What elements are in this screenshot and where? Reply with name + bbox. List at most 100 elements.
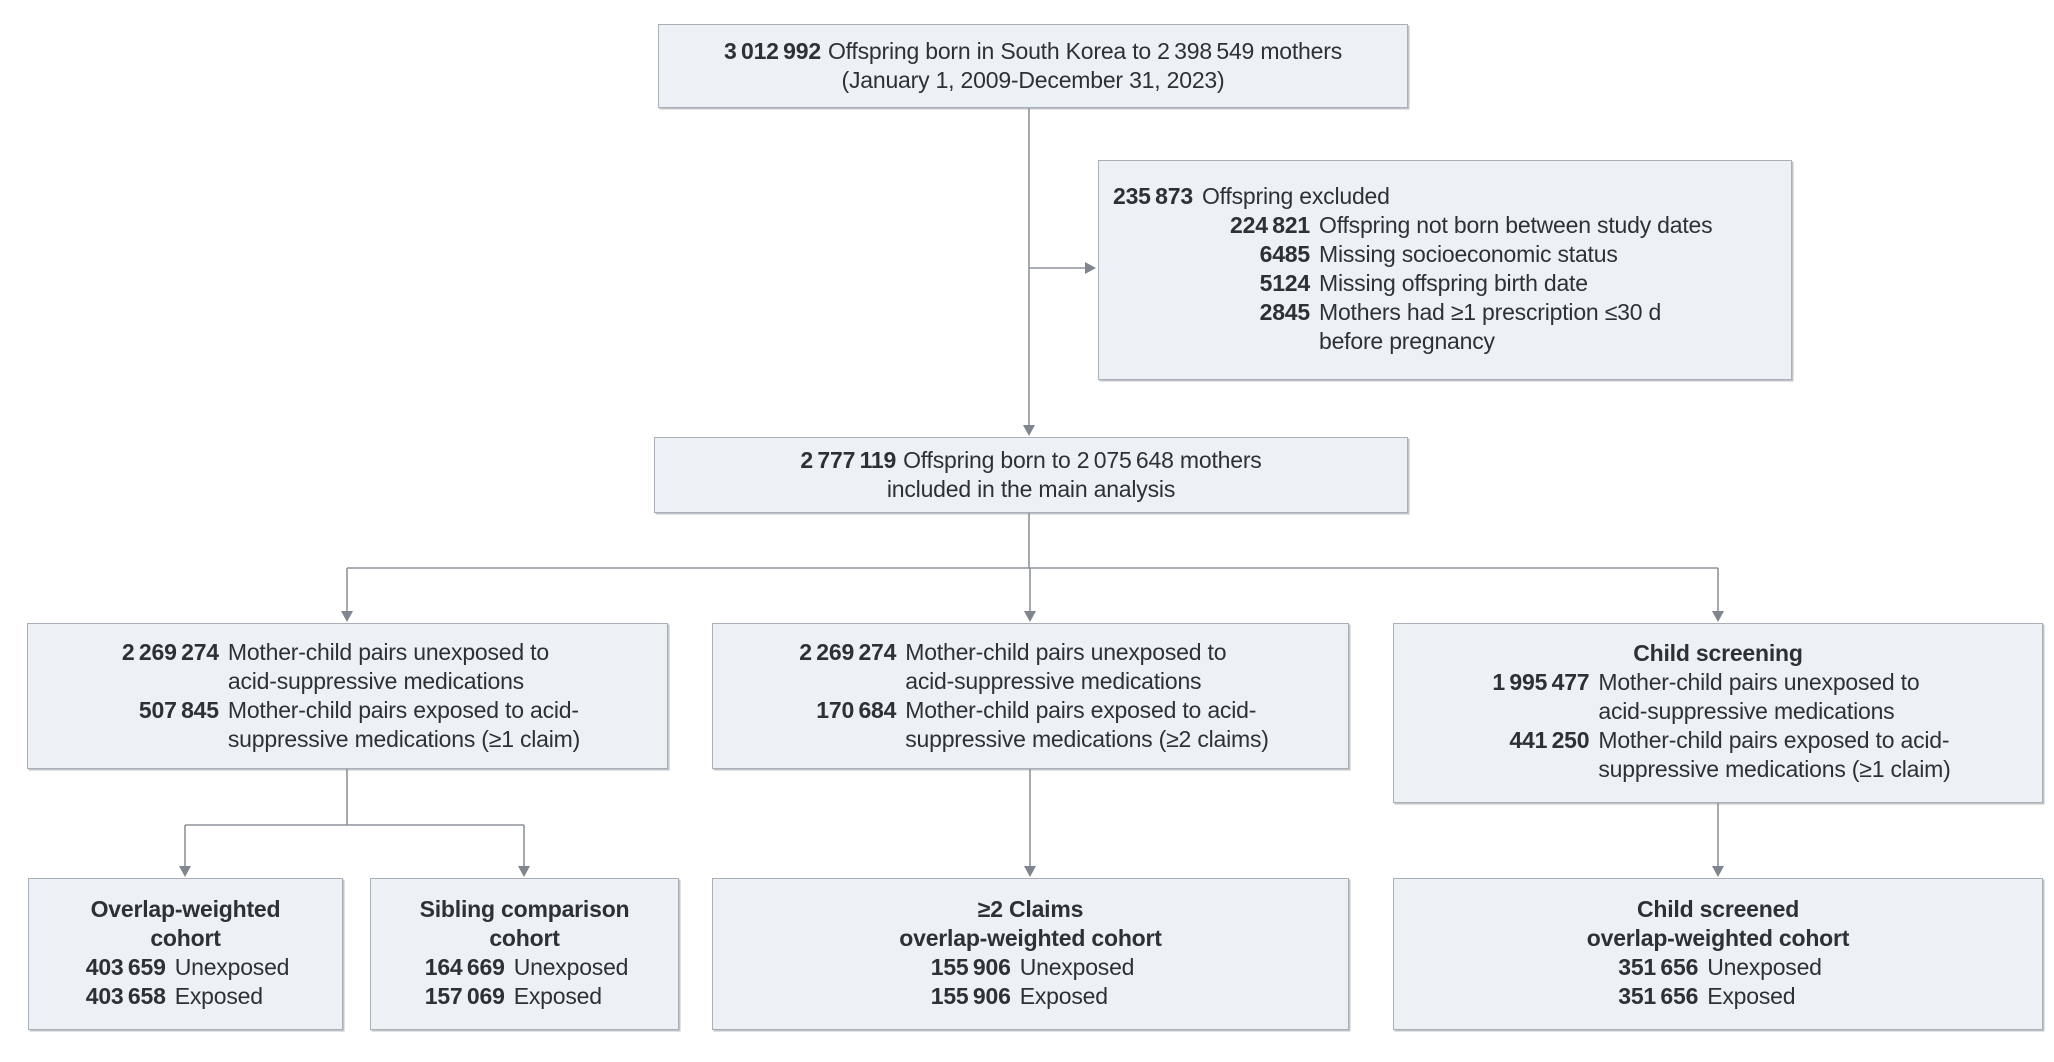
- box-line: (January 1, 2009-December 31, 2023): [841, 67, 1225, 93]
- entry-text: Unexposed: [1707, 954, 1822, 980]
- entry-number: 2845: [1259, 299, 1311, 325]
- box-content: 155 906 Unexposed 155 906 Exposed: [927, 953, 1135, 1011]
- arrowhead-down-icon: [179, 866, 191, 877]
- arrowhead-down-icon: [1024, 866, 1036, 877]
- entry-text-line: suppressive medications (≥1 claim): [227, 726, 581, 752]
- entry-number: 235 873: [1113, 183, 1193, 209]
- entry-text: Offspring born in South Korea to 2 398 5…: [827, 38, 1342, 64]
- entry-text-line: suppressive medications (≥1 claim): [1598, 756, 1951, 782]
- arrowhead-down-icon: [518, 866, 530, 877]
- cohort-entry: 507 845 Mother-child pairs exposed to ac…: [115, 696, 580, 754]
- excluded-item-row: 224 821 Offspring not born between study…: [1113, 211, 1775, 240]
- entry-text: Unexposed: [1019, 954, 1135, 980]
- count-row: 164 669 Unexposed: [421, 953, 629, 982]
- entry-text-line: Mother-child pairs unexposed to: [905, 639, 1227, 665]
- entry-text-line: Mother-child pairs exposed to acid-: [905, 697, 1257, 723]
- entry-text-line: Mother-child pairs exposed to acid-: [1598, 727, 1950, 753]
- entry-text-line: Mother-child pairs unexposed to: [227, 639, 549, 665]
- excluded-item-row: 6485 Missing socioeconomic status: [1113, 240, 1775, 269]
- entry-text-line: suppressive medications (≥2 claims): [905, 726, 1269, 752]
- entry-text: Mother-child pairs unexposed to acid-sup…: [1598, 668, 1919, 726]
- entry-number: 157 069: [424, 983, 505, 1009]
- entry-text: Offspring not born between study dates: [1319, 212, 1713, 238]
- entry-text-line: Mother-child pairs exposed to acid-: [227, 697, 579, 723]
- entry-number: 155 906: [930, 983, 1011, 1009]
- excluded-total-row: 235 873 Offspring excluded: [1113, 182, 1775, 211]
- entry-text: Missing socioeconomic status: [1319, 241, 1618, 267]
- arrowhead-down-icon: [341, 611, 353, 622]
- box-cohort-2claims: 2 269 274 Mother-child pairs unexposed t…: [712, 623, 1349, 769]
- line-split-bottom-left: [184, 769, 525, 866]
- entry-number: 403 659: [85, 954, 166, 980]
- box-title: overlap-weighted cohort: [899, 925, 1162, 951]
- entry-number: 351 656: [1618, 954, 1699, 980]
- entry-text: Offspring excluded: [1201, 183, 1390, 209]
- box-child-screening: Child screening 1 995 477 Mother-child p…: [1393, 623, 2043, 803]
- entry-text: Exposed: [1707, 983, 1796, 1009]
- entry-number: 441 250: [1509, 727, 1590, 753]
- entry-text-line: Mother-child pairs unexposed to: [1598, 669, 1920, 695]
- arrowhead-down-icon: [1023, 425, 1035, 436]
- box-content: 351 656 Unexposed 351 656 Exposed: [1614, 953, 1822, 1011]
- box-2claims-overlap-weighted-cohort: ≥2 Claims overlap-weighted cohort 155 90…: [712, 878, 1349, 1030]
- box-title: cohort: [150, 925, 221, 951]
- entry-text-line: Mothers had ≥1 prescription ≤30 d: [1319, 299, 1662, 325]
- arrowhead-right-icon: [1085, 262, 1096, 274]
- excluded-item-row: 2845 Mothers had ≥1 prescription ≤30 d b…: [1113, 298, 1775, 356]
- count-row: 351 656 Exposed: [1614, 982, 1822, 1011]
- entry-text: Mother-child pairs exposed to acid- supp…: [228, 696, 580, 754]
- entry-number: 5124: [1259, 270, 1311, 296]
- box-title: Sibling comparison: [419, 896, 630, 922]
- entry-text: Mother-child pairs exposed to acid- supp…: [905, 696, 1269, 754]
- entry-number: 6485: [1259, 241, 1311, 267]
- entry-text-line: before pregnancy: [1319, 328, 1495, 354]
- box-content: 1 995 477 Mother-child pairs unexposed t…: [1485, 668, 1950, 784]
- entry-text: Unexposed: [174, 954, 290, 980]
- entry-number: 2 269 274: [799, 639, 897, 665]
- entry-text: Exposed: [513, 983, 602, 1009]
- box-title: cohort: [489, 925, 560, 951]
- arrowhead-down-icon: [1712, 611, 1724, 622]
- cohort-entry: 2 269 274 Mother-child pairs unexposed t…: [115, 638, 580, 696]
- entry-number: 164 669: [424, 954, 505, 980]
- box-title: overlap-weighted cohort: [1586, 925, 1850, 951]
- box-line: included in the main analysis: [886, 476, 1176, 502]
- box-content: 2 269 274 Mother-child pairs unexposed t…: [792, 638, 1269, 754]
- entry-number: 1 995 477: [1492, 669, 1590, 695]
- entry-number: 224 821: [1230, 212, 1310, 238]
- entry-text: Unexposed: [513, 954, 629, 980]
- box-title: Overlap-weighted: [90, 896, 281, 922]
- cohort-entry: 441 250 Mother-child pairs exposed to ac…: [1485, 726, 1950, 784]
- entry-text: Mother-child pairs exposed to acid- supp…: [1598, 726, 1950, 784]
- entry-number: 170 684: [816, 697, 897, 723]
- box-excluded: 235 873 Offspring excluded 224 821 Offsp…: [1098, 160, 1792, 380]
- count-row: 155 906 Unexposed: [927, 953, 1135, 982]
- count-row: 403 658 Exposed: [82, 982, 290, 1011]
- cohort-entry: 1 995 477 Mother-child pairs unexposed t…: [1485, 668, 1950, 726]
- count-row: 403 659 Unexposed: [82, 953, 290, 982]
- line-split-row3: [346, 513, 1719, 611]
- box-cohort-1claim: 2 269 274 Mother-child pairs unexposed t…: [27, 623, 668, 769]
- box-title: Child screening: [1633, 640, 1803, 666]
- entry-number: 2 777 119: [800, 447, 897, 473]
- entry-text: Offspring born to 2 075 648 mothers: [903, 447, 1262, 473]
- entry-text-line: acid-suppressive medications: [227, 668, 524, 694]
- count-row: 155 906 Exposed: [927, 982, 1135, 1011]
- box-title: ≥2 Claims: [977, 896, 1084, 922]
- entry-text: Missing offspring birth date: [1319, 270, 1588, 296]
- entry-number: 507 845: [138, 697, 219, 723]
- entry-text: Exposed: [174, 983, 263, 1009]
- entry-text-line: acid-suppressive medications: [905, 668, 1202, 694]
- box-content: 403 659 Unexposed 403 658 Exposed: [82, 953, 290, 1011]
- entry-number: 2 269 274: [121, 639, 219, 665]
- cohort-entry: 170 684 Mother-child pairs exposed to ac…: [792, 696, 1269, 754]
- box-content: 164 669 Unexposed 157 069 Exposed: [421, 953, 629, 1011]
- entry-number: 351 656: [1618, 983, 1699, 1009]
- entry-number: 155 906: [930, 954, 1011, 980]
